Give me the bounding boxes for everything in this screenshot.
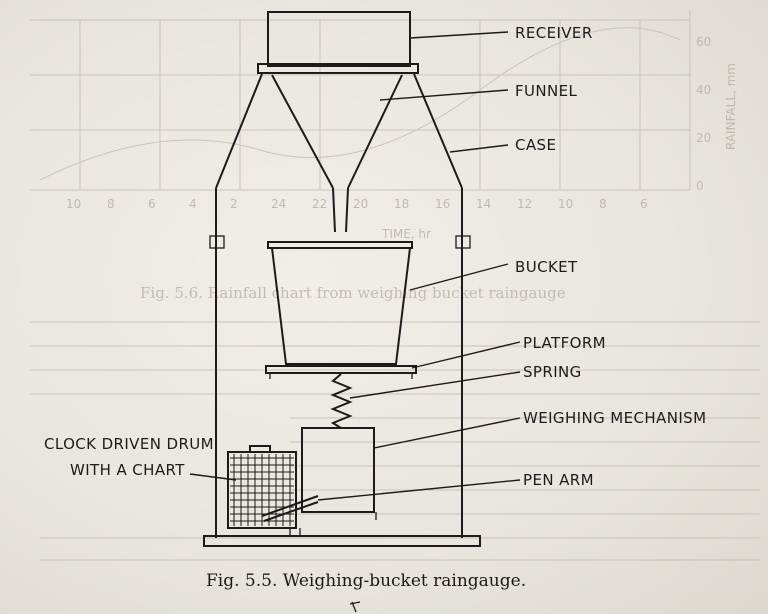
- label-platform: PLATFORM: [523, 334, 606, 352]
- label-clock-drum-line2: WITH A CHART: [70, 461, 185, 479]
- show-through-chart-grid: [30, 10, 691, 191]
- label-case: CASE: [515, 136, 556, 154]
- show-through-x-tick: 12: [517, 197, 532, 211]
- label-receiver: RECEIVER: [515, 24, 593, 42]
- weighing-mechanism: [301, 427, 377, 520]
- funnel: [271, 74, 403, 233]
- base-plate: [203, 528, 481, 547]
- labels: RECEIVER FUNNEL CASE BUCKET PLATFORM SPR…: [44, 24, 706, 489]
- receiver: [257, 11, 419, 74]
- show-through-x-tick: 2: [230, 197, 238, 211]
- label-spring: SPRING: [523, 363, 582, 381]
- show-through-x-tick: 22: [312, 197, 327, 211]
- figure-caption: Fig. 5.5. Weighing-bucket raingauge.: [206, 571, 526, 591]
- show-through-y-tick: 60: [696, 35, 711, 49]
- spring: [330, 373, 353, 429]
- label-weighing-mechanism: WEIGHING MECHANISM: [523, 409, 706, 427]
- show-through-x-tick: 6: [640, 197, 648, 211]
- pencil-mark: [349, 601, 361, 613]
- show-through-x-tick: 18: [394, 197, 409, 211]
- show-through-y-ticks: 60 40 20 0: [696, 35, 711, 193]
- show-through-x-tick: 8: [107, 197, 115, 211]
- show-through-x-tick: 24: [271, 197, 286, 211]
- show-through-x-tick: 10: [558, 197, 573, 211]
- clock-driven-drum: [227, 445, 319, 529]
- show-through-x-tick: 6: [148, 197, 156, 211]
- show-through-caption: Fig. 5.6. Rainfall chart from weighing b…: [140, 284, 566, 302]
- platform: [265, 365, 417, 379]
- show-through-y-axis-title: RAINFALL, mm: [724, 63, 738, 150]
- show-through-y-tick: 40: [696, 83, 711, 97]
- label-funnel: FUNNEL: [515, 82, 578, 100]
- show-through-x-tick: 14: [476, 197, 491, 211]
- bucket: [267, 241, 413, 365]
- label-bucket: BUCKET: [515, 258, 578, 276]
- show-through-axis-title: TIME, hr: [381, 227, 431, 241]
- label-pen-arm: PEN ARM: [523, 471, 594, 489]
- show-through-x-tick: 4: [189, 197, 197, 211]
- leader-lines: [189, 31, 521, 501]
- show-through-y-tick: 0: [696, 179, 704, 193]
- case: [209, 73, 471, 538]
- show-through-body-lines: [30, 321, 760, 561]
- show-through-x-tick: 10: [66, 197, 81, 211]
- show-through-y-tick: 20: [696, 131, 711, 145]
- show-through-x-tick: 20: [353, 197, 368, 211]
- show-through-x-tick: 16: [435, 197, 450, 211]
- label-clock-drum-line1: CLOCK DRIVEN DRUM: [44, 435, 214, 453]
- show-through-x-tick: 8: [599, 197, 607, 211]
